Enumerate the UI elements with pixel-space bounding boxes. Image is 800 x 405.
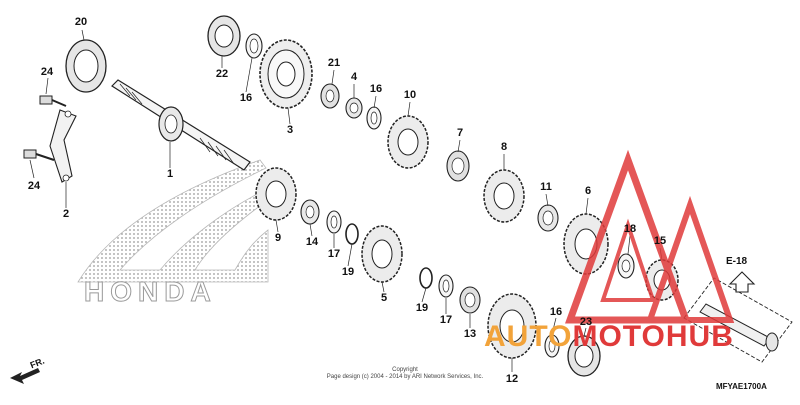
collar-4 [345,97,363,119]
honda-logo-text: HONDA [84,276,217,308]
washer-17-lower [438,274,454,298]
countershaft-detail-box [683,277,793,363]
washer-18 [617,253,635,279]
callout-6: 6 [584,185,592,197]
callout-20: 20 [74,16,88,28]
callout-3: 3 [286,124,294,136]
bearing-22 [207,15,241,57]
callout-16-mid: 16 [369,83,383,95]
bolt-upper [39,95,67,107]
callout-10: 10 [403,89,417,101]
callout-4: 4 [350,71,358,83]
callout-18: 18 [623,223,637,235]
washer-17-upper [326,210,342,234]
collar-14 [300,199,320,225]
reference-tag: E-18 [726,256,748,267]
watermark-text-motohub: MOTOHUB [572,320,734,353]
callout-16-lower: 16 [549,306,563,318]
callout-2: 2 [62,208,70,220]
watermark-text-auto: AUTO [484,320,573,353]
honda-wing-logo [77,159,269,283]
gear-10 [387,115,429,169]
gear-6 [563,213,609,275]
callout-16-top: 16 [239,92,253,104]
watermark-logo [565,149,735,324]
gear-8 [483,169,525,223]
leader-lines [29,29,663,372]
circlip-19-lower [419,267,433,289]
circlip-19-upper [345,223,359,245]
gear-9 [255,167,297,221]
gear-5 [361,225,403,283]
bushing-21 [320,83,340,109]
callout-22: 22 [215,68,229,80]
callout-12: 12 [505,373,519,385]
setting-plate [49,109,77,183]
callout-23: 23 [579,316,593,328]
washer-16-top [245,33,263,59]
callout-7: 7 [456,127,464,139]
callout-1: 1 [166,168,174,180]
copyright-line-2: Page design (c) 2004 - 2014 by ARI Netwo… [326,374,484,380]
callout-14: 14 [305,236,319,248]
bearing-20 [65,39,107,93]
collar-11 [537,204,559,232]
washer-16-lower [544,334,560,358]
diagram-code: MFYAE1700A [716,382,767,391]
gear-3 [259,39,313,109]
mainshaft [111,79,251,171]
watermark-text: AUTOMOTOHUB [484,320,734,354]
callout-9: 9 [274,232,282,244]
callout-21: 21 [327,57,341,69]
gear-12 [487,293,537,359]
callout-8: 8 [500,141,508,153]
callout-13: 13 [463,328,477,340]
callout-11: 11 [540,181,552,193]
copyright-notice: Copyright Page design (c) 2004 - 2014 by… [310,367,500,381]
front-direction-arrow [10,368,40,384]
callout-17-upper: 17 [327,248,341,260]
washer-16-mid [366,106,382,130]
needle-bearing-13 [459,286,481,314]
callout-24-lower: 24 [27,180,41,192]
reference-arrow [728,271,756,293]
callout-5: 5 [380,292,388,304]
needle-bearing-7 [446,150,470,182]
callout-19-upper: 19 [341,266,355,278]
callout-17-lower: 17 [439,314,453,326]
callout-19-lower: 19 [415,302,429,314]
bolt-lower [23,149,55,161]
copyright-line-1: Copyright [392,367,418,373]
callout-24-upper: 24 [40,66,54,78]
callout-15: 15 [653,235,667,247]
